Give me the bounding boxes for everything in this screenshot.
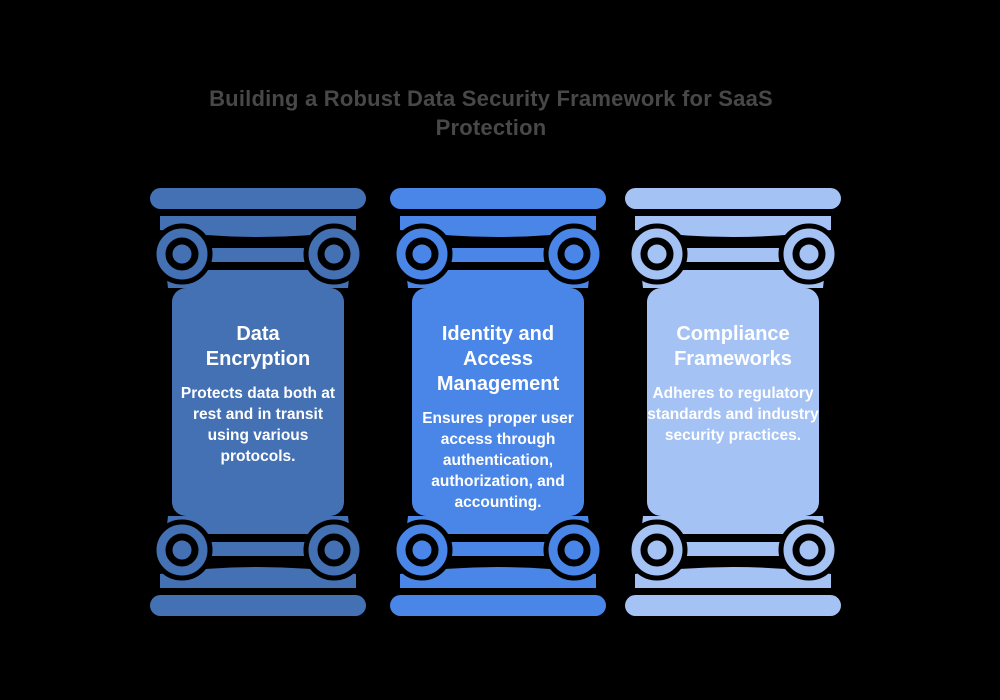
pillar-title: Identity and Access Management	[436, 323, 560, 395]
pillar-text-block: Compliance Frameworks Adheres to regulat…	[645, 322, 821, 446]
pillar-description: Protects data both at rest and in transi…	[180, 385, 336, 465]
pillar-title: Data Encryption	[205, 323, 311, 370]
pillar-identity-access-management: Identity and Access Management Ensures p…	[388, 188, 608, 616]
pillar-title: Compliance Frameworks	[674, 323, 792, 370]
pillar-compliance-frameworks: Compliance Frameworks Adheres to regulat…	[623, 188, 843, 616]
pillar-data-encryption: Data Encryption Protects data both at re…	[148, 188, 368, 616]
pillar-text-block: Identity and Access Management Ensures p…	[410, 322, 586, 513]
pillar-description: Adheres to regulatory standards and indu…	[647, 385, 819, 444]
page-title: Building a Robust Data Security Framewor…	[209, 86, 773, 140]
pillar-text-block: Data Encryption Protects data both at re…	[170, 322, 346, 467]
pillar-description: Ensures proper user access through authe…	[422, 410, 574, 511]
